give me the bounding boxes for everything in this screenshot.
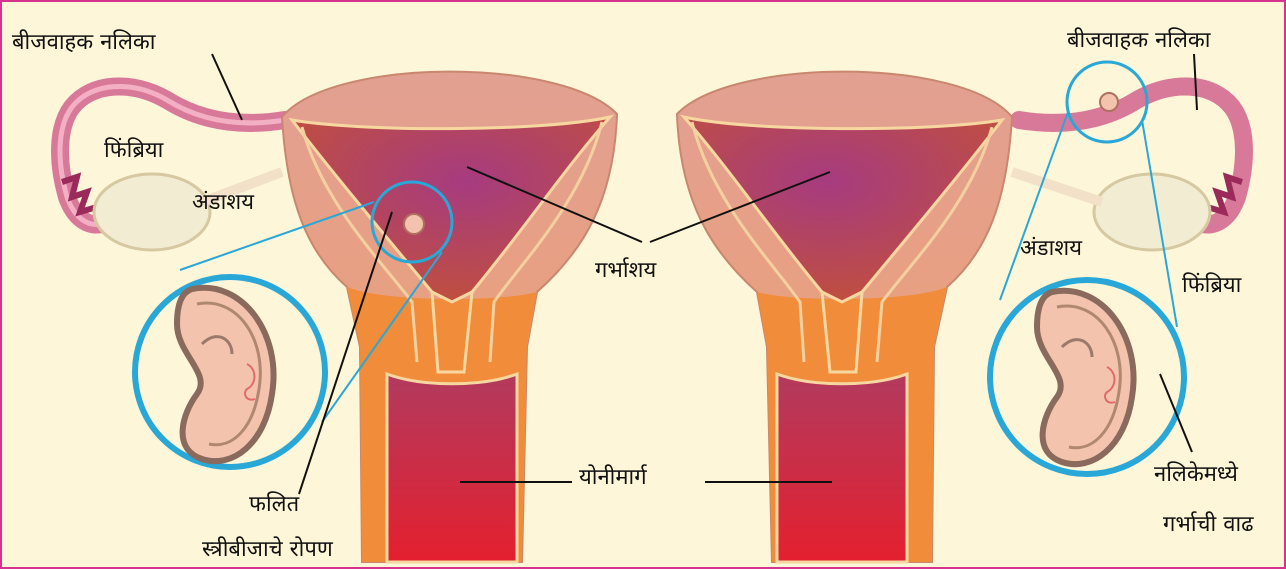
label-fimbriae-left: फिंब्रिया — [104, 140, 163, 162]
label-fallopian-tube-right: बीजवाहक नलिका — [1067, 30, 1211, 52]
label-fertilized-line1: फलित — [249, 494, 299, 516]
label-ovary-left: अंडाशय — [192, 192, 254, 214]
label-ectopic-line2: गर्भाची वाढ — [1163, 514, 1254, 536]
label-ovary-right: अंडाशय — [1020, 238, 1082, 260]
label-ectopic-line1: नलिकेमध्ये — [1154, 464, 1238, 486]
label-vagina: योनीमार्ग — [579, 467, 647, 489]
label-uterus: गर्भाशय — [595, 260, 656, 282]
label-fertilized-line2: स्त्रीबीजाचे रोपण — [202, 539, 333, 561]
label-fimbriae-right: फिंब्रिया — [1182, 275, 1241, 297]
label-fallopian-tube-left: बीजवाहक नलिका — [12, 32, 156, 54]
